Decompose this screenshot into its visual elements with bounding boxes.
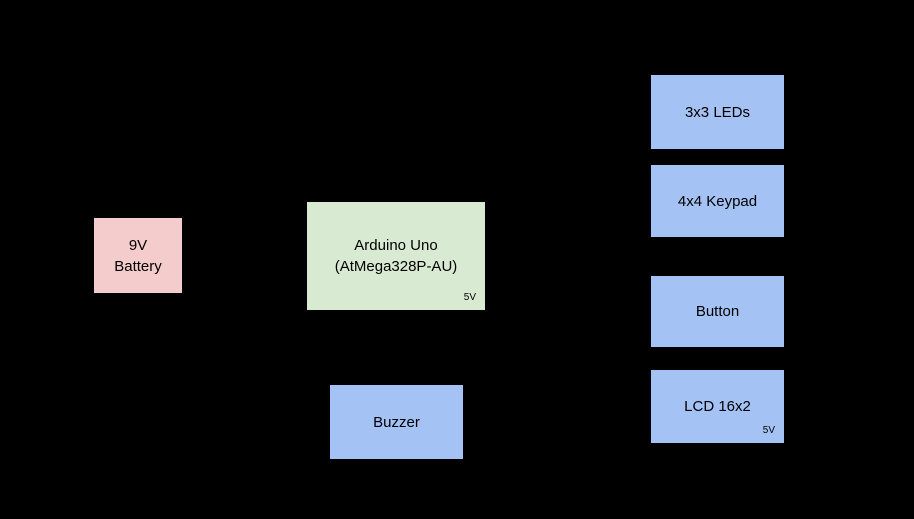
arduino-block: Arduino Uno (AtMega328P-AU) 5V bbox=[307, 202, 485, 310]
arduino-label-line1: Arduino Uno bbox=[354, 237, 438, 254]
buzzer-label: Buzzer bbox=[373, 413, 420, 431]
keypad-block: 4x4 Keypad bbox=[651, 165, 784, 237]
lcd-label: LCD 16x2 bbox=[684, 398, 751, 415]
button-label: Button bbox=[695, 303, 740, 320]
lcd-5v-label: 5V bbox=[762, 425, 775, 436]
battery-block: 9V Battery bbox=[94, 218, 182, 293]
leds-label: 3x3 LEDs bbox=[684, 103, 751, 121]
buzzer-block: Buzzer bbox=[330, 385, 463, 459]
arduino-5v-label: 5V bbox=[463, 292, 476, 303]
battery-label-line1: 9V bbox=[128, 236, 148, 254]
leds-block: 3x3 LEDs bbox=[651, 75, 784, 149]
lcd-block: LCD 16x2 5V bbox=[651, 370, 784, 443]
arduino-label-line2: (AtMega328P-AU) bbox=[334, 258, 458, 275]
battery-label-line2: Battery bbox=[114, 257, 162, 275]
keypad-label: 4x4 Keypad bbox=[677, 192, 758, 210]
button-block: Button bbox=[651, 276, 784, 347]
